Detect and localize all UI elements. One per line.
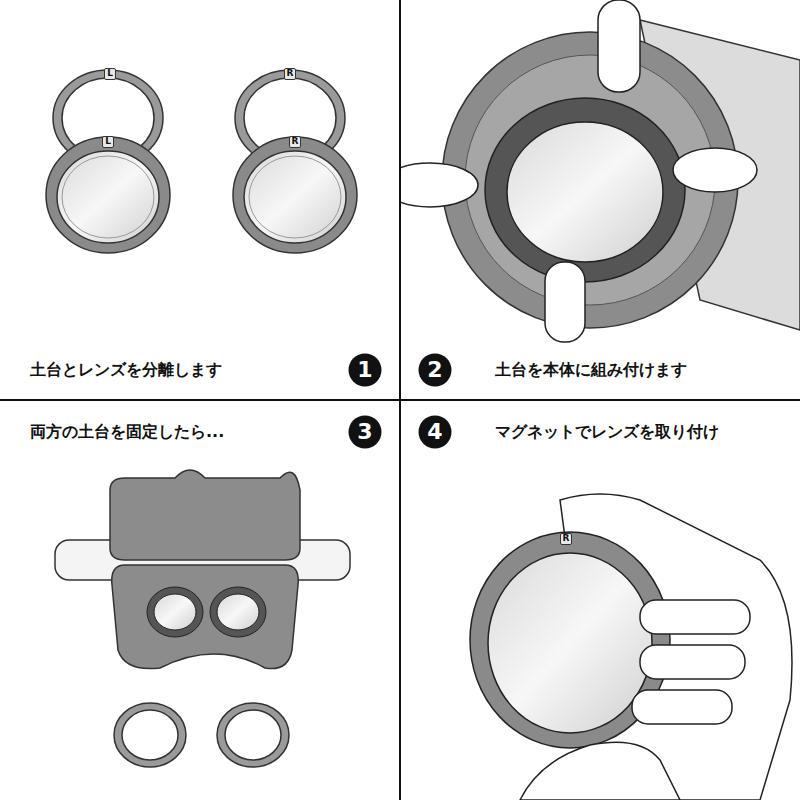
step-number-text: 2: [427, 359, 442, 381]
lens-opening: [217, 594, 259, 630]
step-circle-fill: [419, 416, 452, 449]
step-number: 1: [348, 353, 382, 387]
step-number-text: 1: [357, 359, 372, 381]
step-caption: 両方の土台を固定したら...: [30, 422, 224, 441]
step-caption: 土台とレンズを分離します: [30, 360, 222, 379]
lens-glass: [488, 553, 652, 733]
step-circle-fill: [349, 354, 382, 387]
face-cushion: [112, 565, 298, 669]
lens: [244, 151, 346, 243]
lens-ring-hole: [122, 710, 178, 760]
step-number: 3: [348, 415, 382, 449]
lens-ring: [233, 137, 357, 253]
step-number-text: 3: [357, 421, 372, 443]
lens-ring: [114, 703, 186, 767]
lens-edge: [62, 156, 154, 238]
step-number: 2: [418, 353, 452, 387]
lens-opening: [154, 594, 196, 630]
step-caption: マグネットでレンズを取り付け: [495, 422, 719, 441]
lens-scene: [470, 494, 792, 800]
top-pad: [110, 470, 300, 560]
lens-ring-hole: [225, 710, 281, 760]
thumb: [401, 163, 478, 207]
finger: [673, 148, 757, 192]
side-marker: R: [289, 136, 302, 148]
step-circle-fill: [349, 416, 382, 449]
side-marker: R: [284, 68, 297, 80]
step-number-text: 4: [427, 421, 442, 443]
finger: [640, 645, 745, 679]
finger: [545, 262, 585, 342]
finger: [632, 690, 732, 724]
step-caption: 土台を本体に組み付けます: [495, 360, 687, 379]
lens-edge: [249, 156, 341, 238]
step-number: 4: [418, 415, 452, 449]
base-ring: [485, 98, 685, 282]
panel-divider: [0, 399, 800, 401]
mounted-base: [147, 587, 203, 637]
mount-scene: [401, 0, 800, 399]
side-marker: L: [104, 68, 116, 80]
finger: [640, 600, 750, 634]
thumb: [520, 742, 680, 800]
lens-ring: [46, 137, 170, 253]
lens: [57, 151, 159, 243]
lens-ring: [217, 703, 289, 767]
step-circle-fill: [419, 354, 452, 387]
mounted-base: [210, 587, 266, 637]
finger: [598, 0, 640, 92]
side-marker: R: [560, 533, 573, 545]
side-marker: L: [102, 136, 114, 148]
lens-glass: [507, 122, 663, 262]
